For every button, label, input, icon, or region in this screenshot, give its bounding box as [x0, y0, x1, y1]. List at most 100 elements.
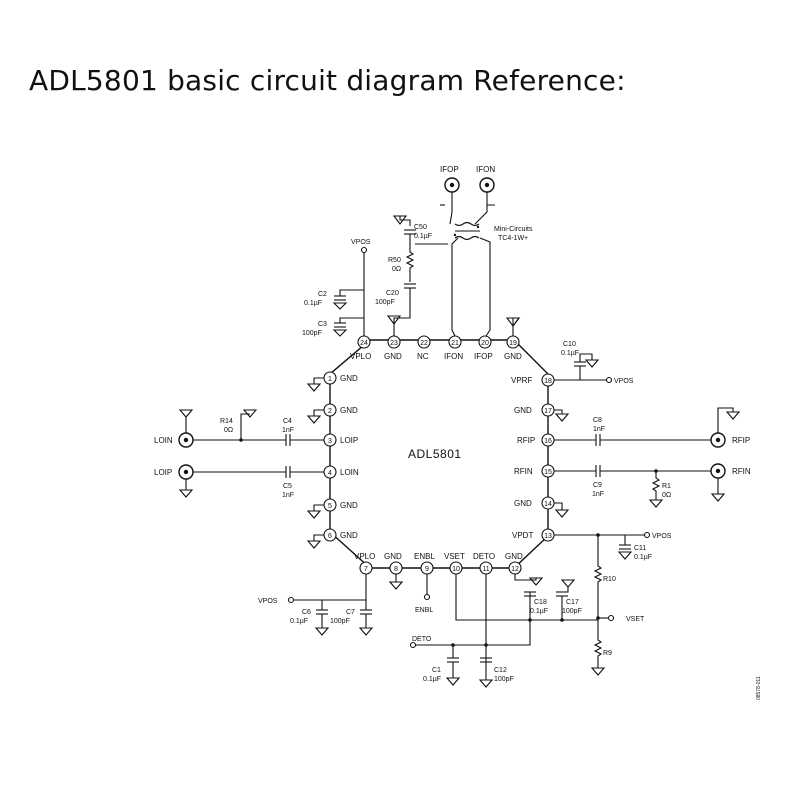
pin-24: 24 [357, 335, 371, 349]
pin-name: GND [384, 552, 402, 561]
c50-value: 0.1µF [414, 233, 432, 240]
c9-ref: C9 [593, 482, 602, 489]
r14-ref: R14 [220, 418, 233, 425]
c7-value: 100pF [330, 618, 350, 625]
c20-ref: C20 [386, 290, 399, 297]
pin-name: RFIN [514, 467, 533, 476]
c1-value: 0.1µF [423, 676, 441, 683]
pin-name: GND [340, 531, 358, 540]
pin-number: 1 [328, 376, 332, 383]
c50-ref: C50 [414, 224, 427, 231]
ifon-connector [479, 177, 495, 193]
pin-number: 12 [511, 566, 519, 573]
vset-port-label: VSET [626, 616, 645, 623]
transformer-icon [453, 221, 480, 241]
pin-name: GND [504, 352, 522, 361]
figure-id: 08578-011 [756, 676, 762, 700]
vpos-right-label: VPOS [614, 378, 634, 385]
pin-11: 11 [479, 561, 493, 575]
pin-name: ENBL [414, 552, 435, 561]
c4-value: 1nF [282, 427, 294, 434]
r14-value: 0Ω [224, 427, 233, 434]
c4-ref: C4 [283, 418, 292, 425]
c6-ref: C6 [302, 609, 311, 616]
c10-ref: C10 [563, 341, 576, 348]
pin-name: VSET [444, 552, 465, 561]
pin-name: IFOP [474, 352, 493, 361]
pin-name: VPLO [350, 352, 371, 361]
pin-number: 23 [390, 340, 398, 347]
pin-number: 3 [328, 438, 332, 445]
pin-number: 24 [360, 340, 368, 347]
pin-name: GND [505, 552, 523, 561]
pin-name: GND [340, 374, 358, 383]
loip-connector [178, 464, 194, 480]
transformer-label: Mini-Circuits [494, 226, 533, 233]
pin-name: LOIN [340, 468, 359, 477]
pin-name: VPDT [512, 531, 533, 540]
pin-20: 20 [478, 335, 492, 349]
pin-number: 6 [328, 533, 332, 540]
pin-number: 10 [452, 566, 460, 573]
c18-value: 0.1µF [530, 608, 548, 615]
pin-number: 7 [364, 566, 368, 573]
pin-number: 16 [544, 438, 552, 445]
pin-number: 19 [509, 340, 517, 347]
c12-value: 100pF [494, 676, 514, 683]
pin-number: 9 [425, 566, 429, 573]
pin-number: 15 [544, 469, 552, 476]
ifop-port-label: IFOP [440, 165, 459, 174]
c18-ref: C18 [534, 599, 547, 606]
ifop-connector [444, 177, 460, 193]
pin-name: VPLO [354, 552, 375, 561]
pin-19: 19 [506, 335, 520, 349]
chip-label: ADL5801 [408, 447, 462, 461]
pin-name: GND [384, 352, 402, 361]
ifon-port-label: IFON [476, 165, 495, 174]
pin-name: GND [514, 499, 532, 508]
pin-number: 21 [451, 340, 459, 347]
pin-5: 5 [323, 498, 337, 512]
vpos-bottom-label: VPOS [258, 598, 278, 605]
pin-number: 4 [328, 470, 332, 477]
c3-value: 100pF [302, 330, 322, 337]
c2-ref: C2 [318, 291, 327, 298]
r1-ref: R1 [662, 483, 671, 490]
pin-14: 14 [541, 496, 555, 510]
pin-number: 18 [544, 378, 552, 385]
pin-7: 7 [359, 561, 373, 575]
c10-value: 0.1µF [561, 350, 579, 357]
pin-22: 22 [417, 335, 431, 349]
pin-9: 9 [420, 561, 434, 575]
pin-8: 8 [389, 561, 403, 575]
pin-12: 12 [508, 561, 522, 575]
c8-ref: C8 [593, 417, 602, 424]
rfin-port-label: RFIN [732, 467, 751, 476]
pin-name: VPRF [511, 376, 532, 385]
c2-value: 0.1µF [304, 300, 322, 307]
pin-name: RFIP [517, 436, 535, 445]
pin-number: 2 [328, 408, 332, 415]
r50-ref: R50 [388, 257, 401, 264]
pin-number: 13 [544, 533, 552, 540]
c5-ref: C5 [283, 483, 292, 490]
loin-port-label: LOIN [154, 436, 173, 445]
pin-15: 15 [541, 464, 555, 478]
pin-number: 20 [481, 340, 489, 347]
pin-name: DETO [473, 552, 495, 561]
pin-number: 17 [544, 408, 552, 415]
pin-3: 3 [323, 433, 337, 447]
pin-16: 16 [541, 433, 555, 447]
transformer-model: TC4-1W+ [498, 235, 528, 242]
vpos-top-label: VPOS [351, 239, 371, 246]
c11-ref: C11 [634, 545, 646, 552]
pin-17: 17 [541, 403, 555, 417]
c11-value: 0.1µF [634, 554, 652, 561]
c20-value: 100pF [375, 299, 395, 306]
pin-number: 5 [328, 503, 332, 510]
pin-name: LOIP [340, 436, 358, 445]
pin-number: 22 [420, 340, 428, 347]
rfip-port-label: RFIP [732, 436, 750, 445]
c6-value: 0.1µF [290, 618, 308, 625]
